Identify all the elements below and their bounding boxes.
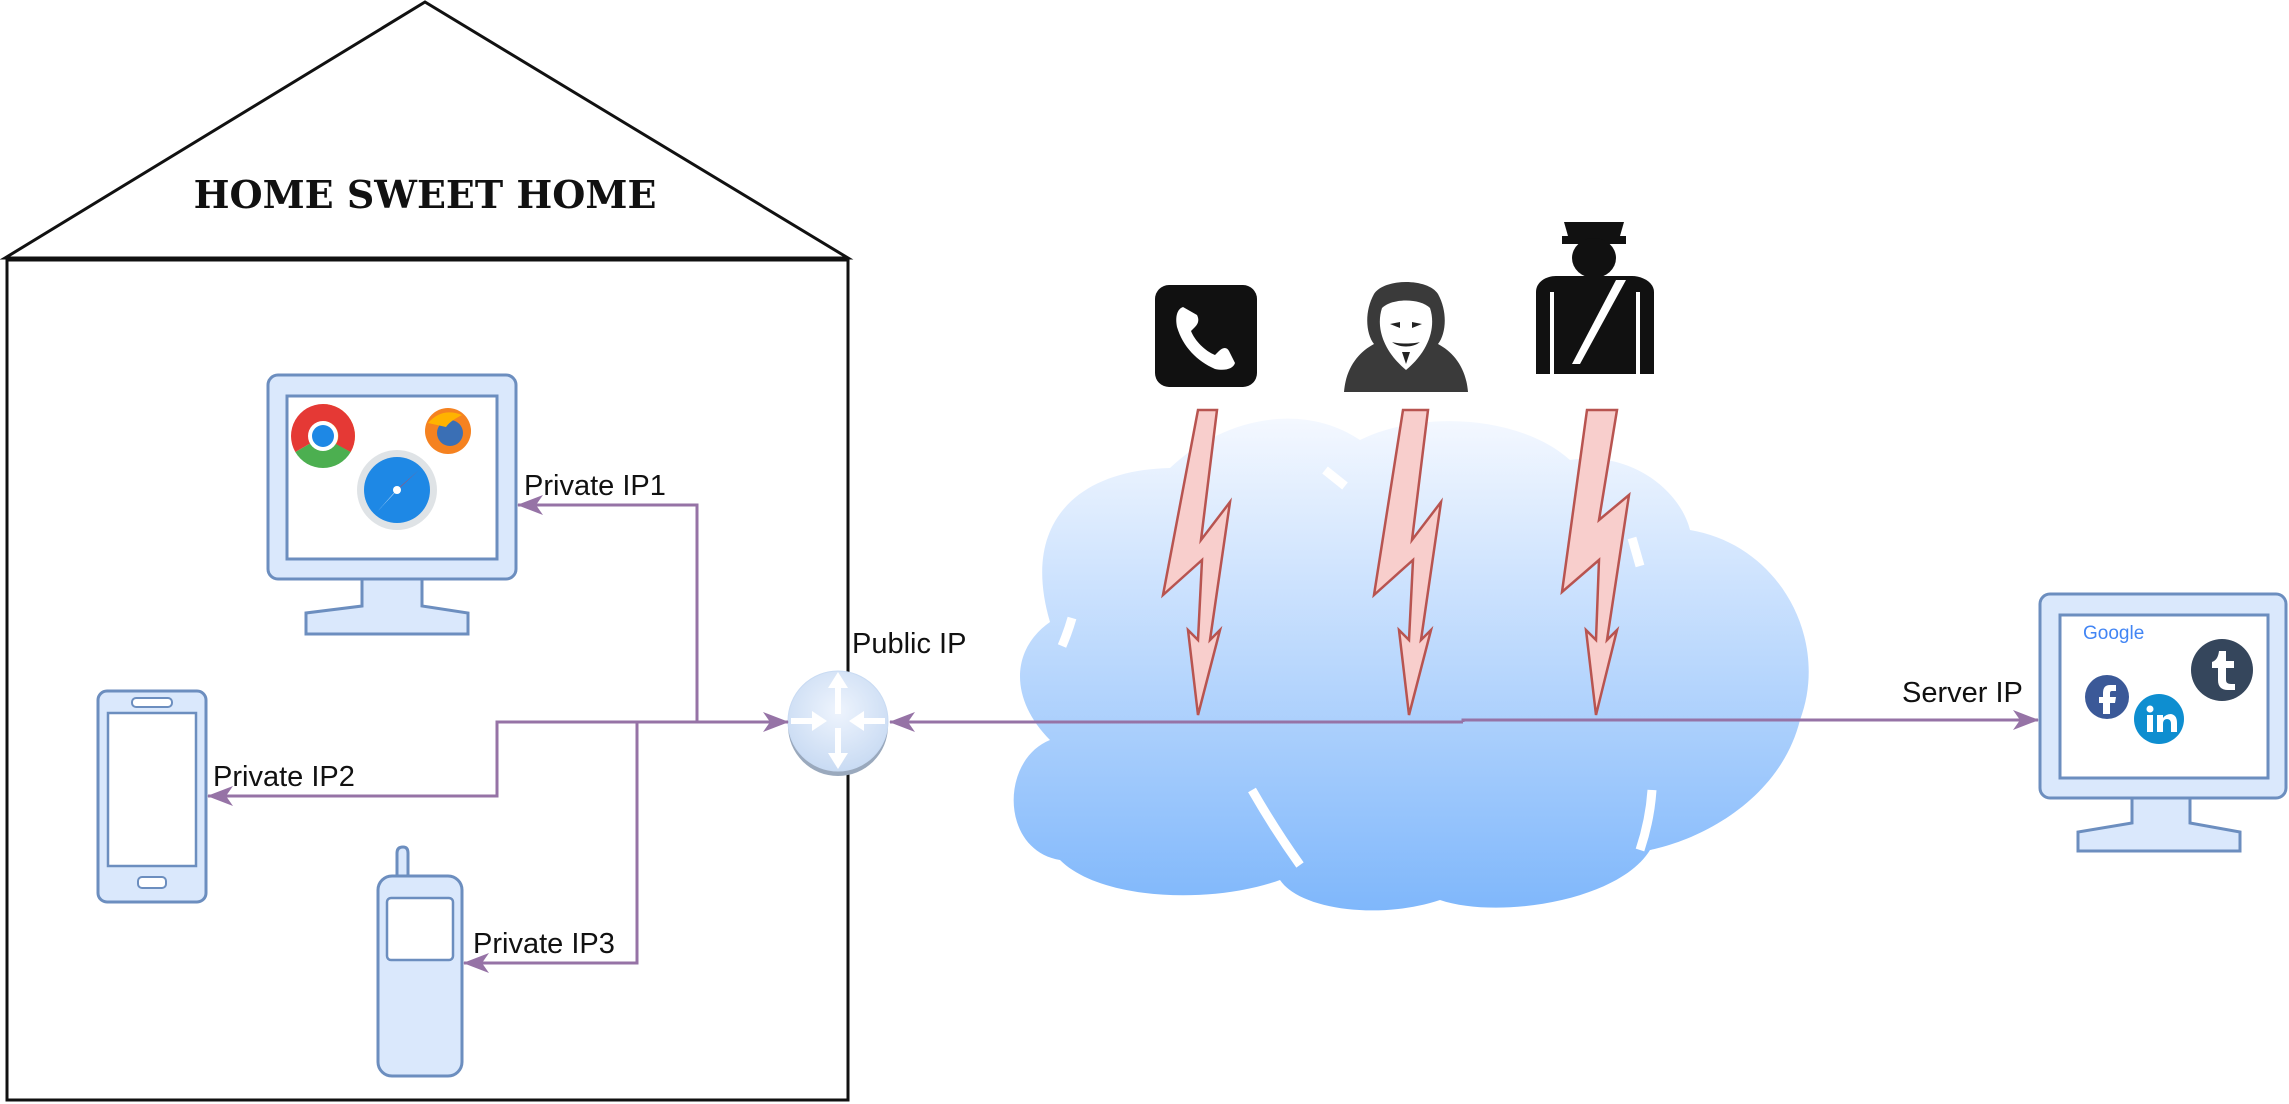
cell-phone-antenna: [395, 845, 410, 882]
lightning-bolt-1: [1161, 408, 1232, 716]
server-computer[interactable]: Google: [2038, 592, 2288, 853]
label-private-ip2: Private IP2: [213, 761, 355, 793]
house-roof: [0, 0, 854, 260]
hacker-icon: [1344, 282, 1468, 392]
lightning-bolt-3: [1560, 408, 1631, 716]
police-officer-icon: [1536, 222, 1654, 374]
connector-private-ip3: [463, 722, 639, 973]
connector-private-ip1: [517, 495, 699, 722]
server-monitor-neck: [2076, 796, 2242, 853]
lightning-bolt-2: [1372, 408, 1443, 716]
safari-icon: [357, 450, 437, 530]
linkedin-icon: [2134, 694, 2184, 744]
google-logo: Google: [2083, 623, 2144, 644]
smartphone-speaker: [131, 697, 173, 708]
monitor-neck: [304, 577, 470, 636]
connections: [207, 495, 2039, 973]
smartphone-screen: [106, 711, 198, 868]
cell-phone[interactable]: [376, 845, 464, 1078]
house-title: HOME SWEET HOME: [194, 172, 657, 217]
label-private-ip3: Private IP3: [473, 928, 615, 960]
label-server-ip: Server IP: [1902, 677, 2023, 709]
chrome-icon: [291, 404, 355, 468]
desktop-computer[interactable]: [266, 373, 518, 636]
smartphone[interactable]: [96, 689, 208, 904]
phone-icon: [1155, 285, 1257, 387]
label-public-ip: Public IP: [852, 628, 966, 660]
house: HOME SWEET HOME: [0, 0, 854, 1102]
label-private-ip1: Private IP1: [524, 470, 666, 502]
connector-private-ip2: [207, 720, 697, 806]
router[interactable]: [787, 670, 889, 776]
router-arrows-icon: [791, 672, 885, 769]
smartphone-home-button: [137, 876, 167, 889]
tumblr-icon: [2191, 639, 2253, 701]
cell-phone-screen: [385, 896, 455, 962]
firefox-icon: [425, 408, 471, 454]
facebook-icon: [2085, 675, 2129, 719]
